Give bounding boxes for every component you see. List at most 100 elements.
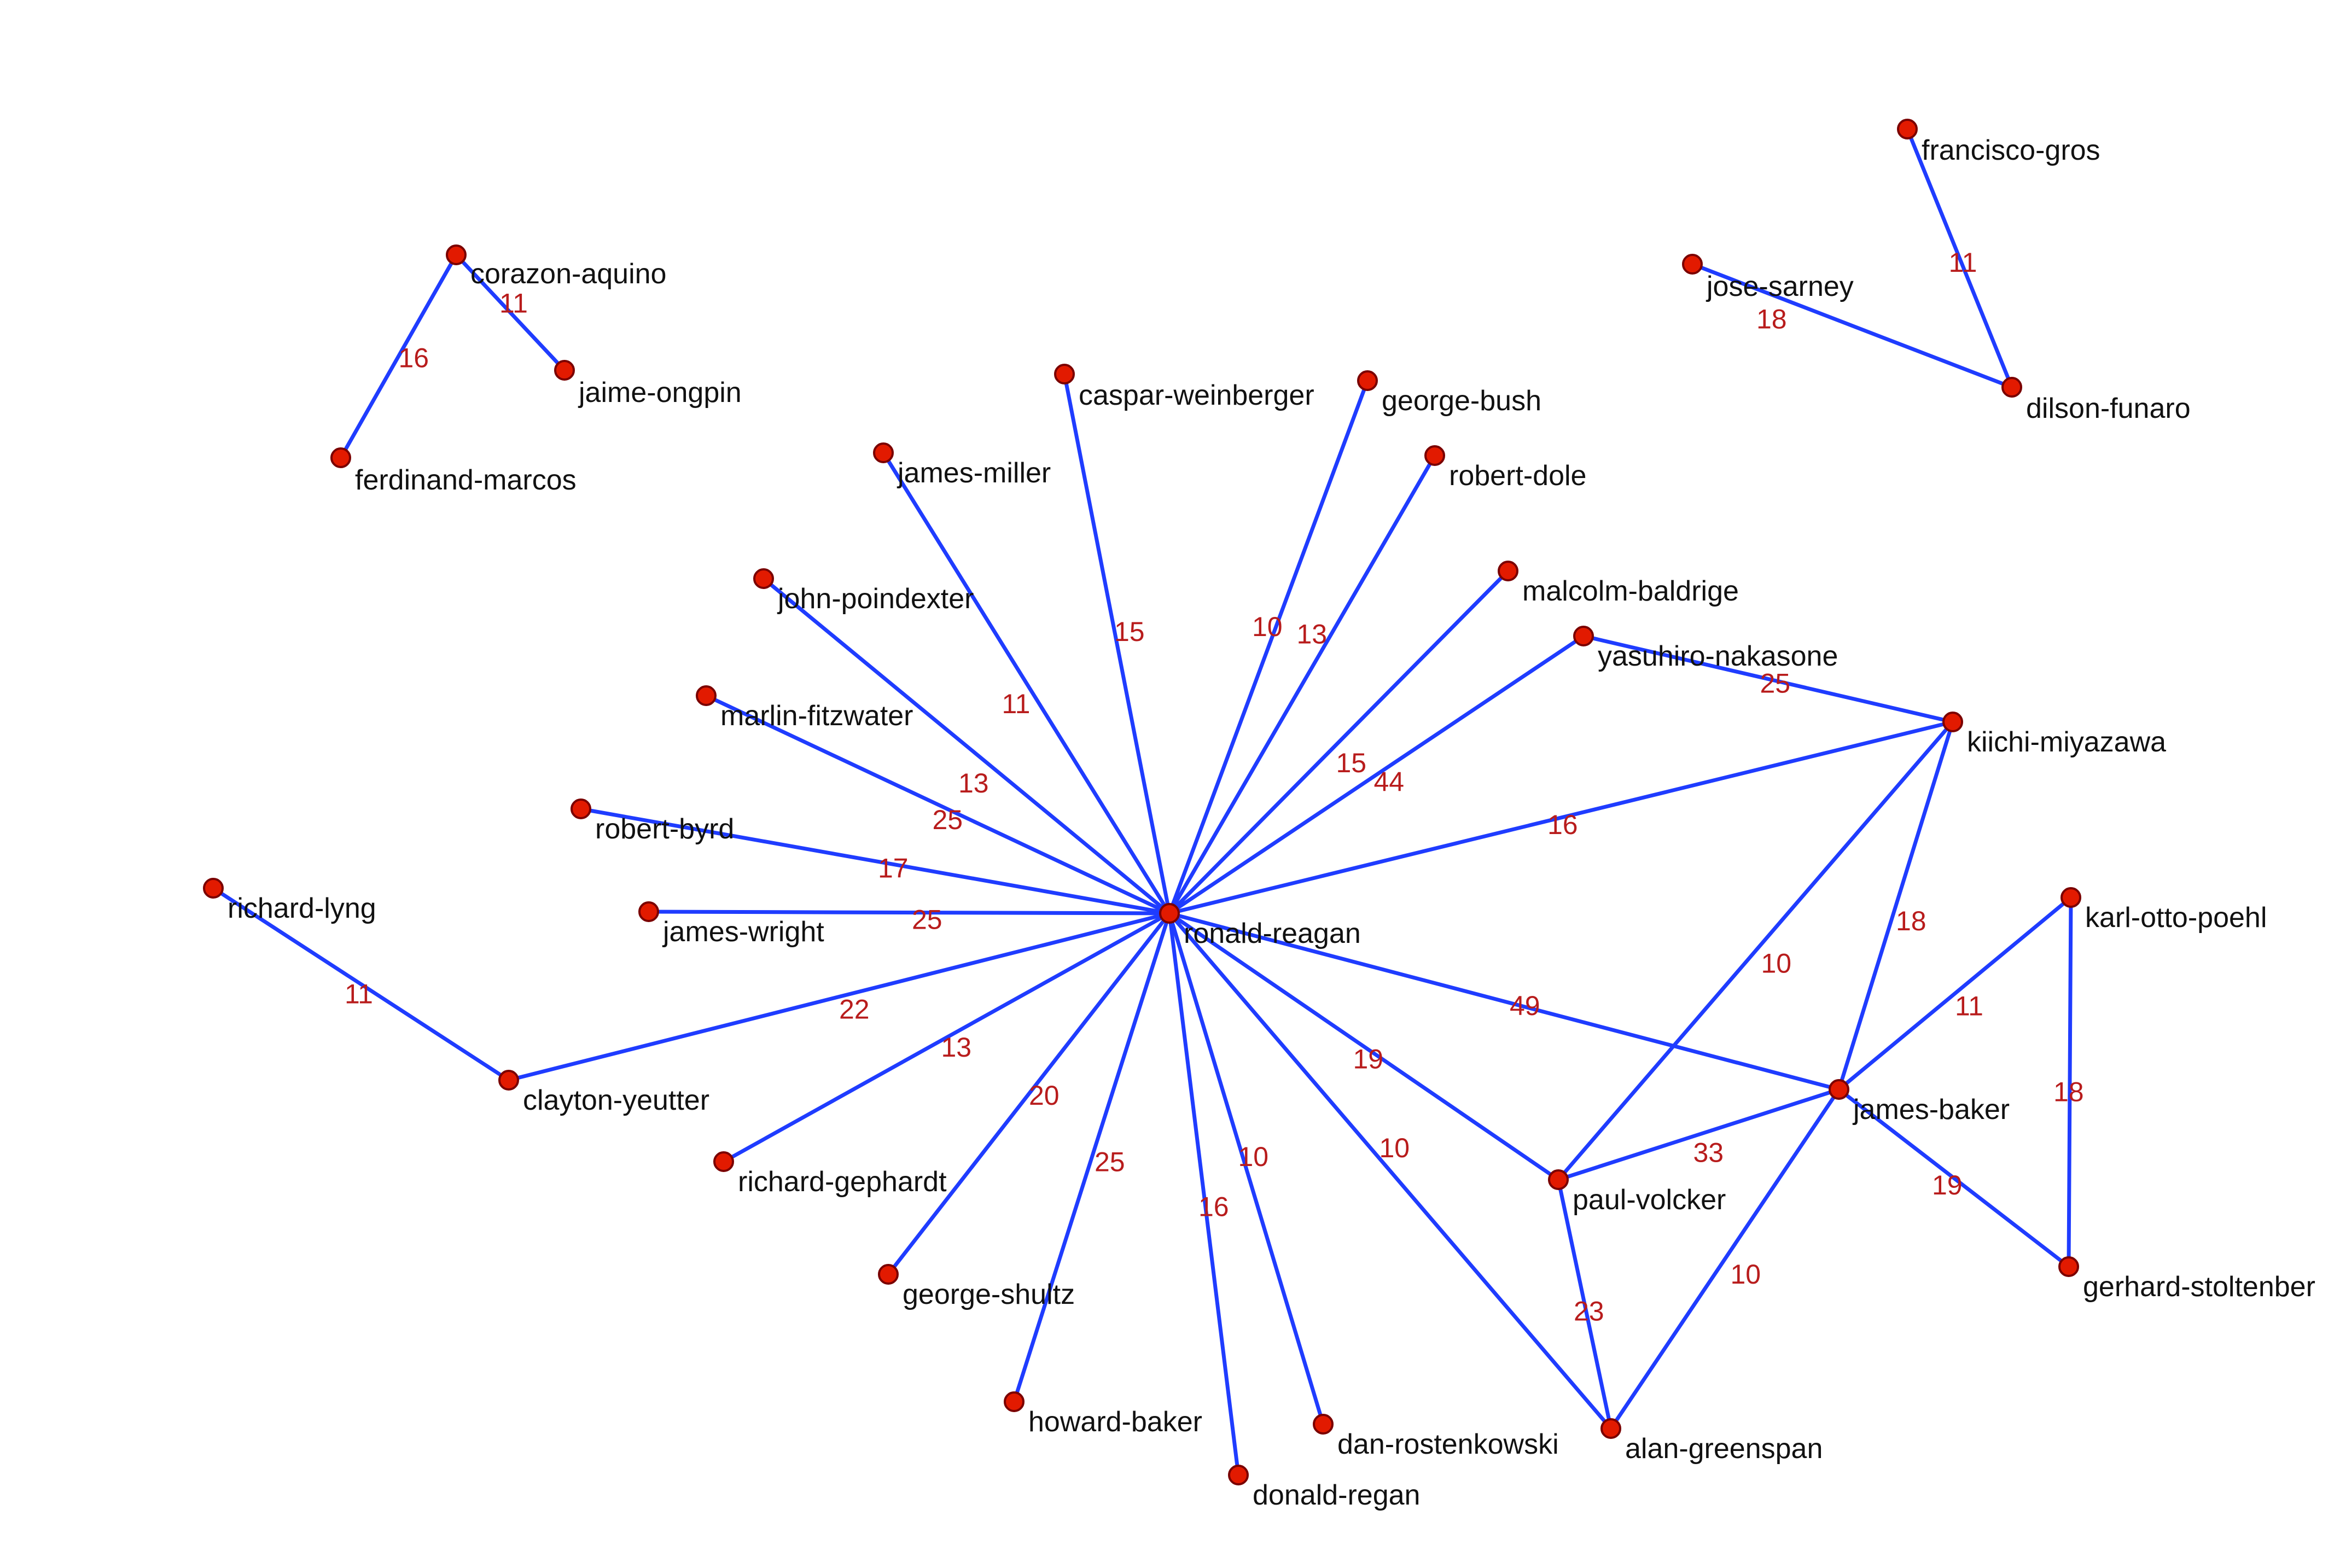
edge-ronald-reagan-howard-baker [1012,911,1172,1404]
edge-ronald-reagan-james-miller [881,451,1172,916]
edge-karl-otto-poehl-gerhard-stoltenberg [2067,895,2073,1269]
edge-weight-label: 25 [1760,668,1791,699]
node-label-clayton-yeutter: clayton-yeutter [523,1085,709,1116]
node-jaime-ongpin[interactable] [554,360,575,381]
node-james-wright[interactable] [638,901,659,922]
edge-ronald-reagan-robert-byrd [579,807,1172,916]
node-james-baker[interactable] [1829,1079,1849,1100]
edge-weight-label: 13 [958,768,989,798]
edge-weight-label: 11 [1002,689,1031,719]
node-richard-lyng[interactable] [203,878,224,899]
edge-weight-label: 18 [2053,1077,2084,1107]
node-james-miller[interactable] [873,442,894,463]
edge-weight-label: 18 [1896,906,1926,936]
edge-ronald-reagan-george-shultz [886,911,1172,1276]
edge-weight-label: 11 [1949,247,1977,278]
node-paul-volcker[interactable] [1548,1169,1569,1190]
edge-weight-label: 16 [1198,1192,1229,1222]
node-francisco-gros[interactable] [1897,119,1918,139]
node-richard-gephardt[interactable] [713,1151,734,1172]
node-jose-sarney[interactable] [1682,254,1703,275]
edge-weight-label: 15 [1336,748,1367,778]
node-karl-otto-poehl[interactable] [2061,887,2081,908]
edge-weight-label: 10 [1731,1259,1761,1290]
node-dan-rostenkowski[interactable] [1313,1414,1334,1435]
node-robert-byrd[interactable] [571,798,591,819]
edge-james-baker-paul-volcker [1556,1087,1841,1182]
edge-weight-label: 10 [1238,1141,1269,1172]
node-robert-dole[interactable] [1424,445,1445,466]
node-layer [203,119,2081,1485]
edge-ronald-reagan-robert-dole [1167,453,1437,916]
node-label-layer: ronald-reagancorazon-aquinojaime-ongpinf… [228,135,2315,1511]
node-label-george-shultz: george-shultz [903,1279,1075,1310]
edge-ronald-reagan-dan-rostenkowski [1167,911,1325,1426]
node-malcolm-baldrige[interactable] [1498,561,1518,581]
edge-ronald-reagan-james-wright [647,910,1172,916]
node-label-richard-gephardt: richard-gephardt [738,1166,947,1198]
edge-weight-label: 33 [1693,1138,1724,1168]
edge-weight-label: 44 [1374,767,1405,797]
edge-weight-label: 25 [1095,1147,1125,1178]
node-yasuhiro-nakasone[interactable] [1573,626,1594,646]
node-label-howard-baker: howard-baker [1028,1406,1202,1438]
node-label-malcolm-baldrige: malcolm-baldrige [1522,575,1739,607]
node-label-james-wright: james-wright [662,916,824,948]
node-ferdinand-marcos[interactable] [330,447,351,468]
edge-weight-label: 10 [1761,948,1792,979]
edge-weight-label: 16 [399,343,429,374]
node-george-shultz[interactable] [878,1264,899,1285]
edge-weight-label: 16 [1547,809,1578,840]
edge-ronald-reagan-clayton-yeutter [507,911,1172,1082]
edge-weight-label: 17 [878,853,909,884]
edge-weight-label: 19 [1353,1044,1384,1075]
node-donald-regan[interactable] [1228,1465,1249,1485]
node-label-jose-sarney: jose-sarney [1706,271,1854,302]
edge-weight-label: 22 [839,994,870,1025]
node-alan-greenspan[interactable] [1600,1418,1621,1439]
node-clayton-yeutter[interactable] [498,1070,519,1091]
node-label-ronald-reagan: ronald-reagan [1184,918,1361,949]
edge-ronald-reagan-richard-gephardt [721,911,1172,1164]
node-label-james-baker: james-baker [1852,1094,2010,1126]
edge-ronald-reagan-paul-volcker [1167,911,1561,1182]
edge-weight-label: 23 [1574,1296,1604,1327]
edge-weight-label: 25 [912,905,942,935]
edge-paul-volcker-alan-greenspan [1556,1178,1613,1431]
node-gerhard-stoltenberg[interactable] [2058,1256,2079,1277]
edge-ronald-reagan-yasuhiro-nakasone [1167,634,1586,916]
node-john-poindexter[interactable] [753,568,774,589]
edge-weight-label: 13 [1297,619,1328,650]
edge-ronald-reagan-donald-regan [1167,911,1241,1477]
edge-jose-sarney-dilson-funaro [1690,262,2014,389]
edge-ronald-reagan-james-baker [1167,911,1841,1092]
node-label-marlin-fitzwater: marlin-fitzwater [720,700,913,732]
node-label-paul-volcker: paul-volcker [1573,1184,1726,1216]
node-george-bush[interactable] [1357,370,1378,391]
node-marlin-fitzwater[interactable] [696,685,717,706]
edge-james-baker-alan-greenspan [1609,1087,1841,1431]
node-label-dan-rostenkowski: dan-rostenkowski [1337,1429,1559,1460]
node-label-alan-greenspan: alan-greenspan [1625,1433,1823,1465]
edge-weight-label: 11 [499,288,528,319]
edge-ronald-reagan-alan-greenspan [1167,911,1613,1431]
node-label-james-miller: james-miller [897,457,1051,489]
node-howard-baker[interactable] [1004,1391,1025,1412]
node-dilson-funaro[interactable] [2001,377,2022,398]
node-label-george-bush: george-bush [1382,385,1541,417]
node-corazon-aquino[interactable] [446,244,467,265]
node-ronald-reagan[interactable] [1159,903,1180,924]
node-kiichi-miyazawa[interactable] [1942,712,1963,732]
edge-weight-label: 19 [1932,1170,1963,1200]
node-label-robert-dole: robert-dole [1449,460,1586,492]
edge-weight-label: 20 [1029,1080,1060,1111]
node-label-kiichi-miyazawa: kiichi-miyazawa [1967,726,2166,758]
node-label-robert-byrd: robert-byrd [595,813,734,845]
node-caspar-weinberger[interactable] [1054,364,1075,384]
edge-weight-label: 49 [1510,990,1540,1021]
edge-weight-label: 11 [345,979,373,1010]
edge-corazon-aquino-ferdinand-marcos [339,253,458,460]
edge-ronald-reagan-caspar-weinberger [1062,372,1172,916]
